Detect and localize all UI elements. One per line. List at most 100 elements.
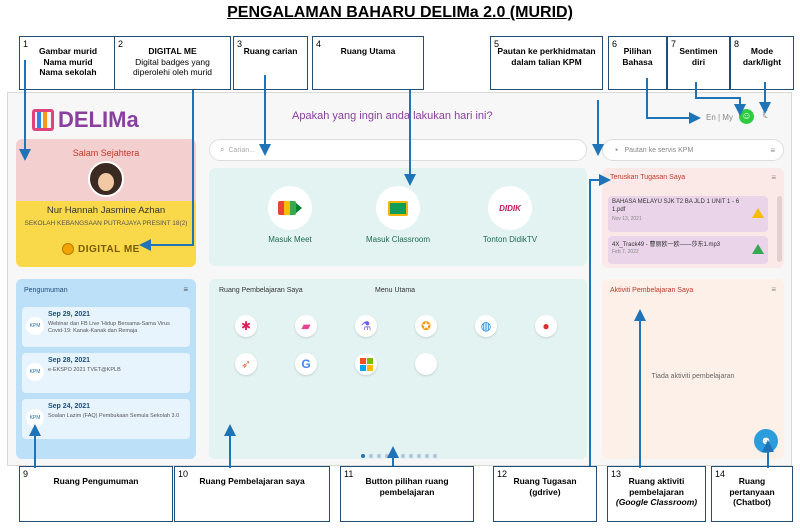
kpm-link-label: Pautan ke servis KPM [624, 146, 694, 154]
delima-logo-icon [32, 109, 54, 131]
tonton-didiktv-tile[interactable]: DIDIK Tonton DidikTV [465, 186, 555, 244]
kpm-logo-icon: KPM [26, 317, 44, 335]
masuk-meet-tile[interactable]: Masuk Meet [245, 186, 335, 244]
page-title: PENGALAMAN BAHARU DELIMa 2.0 (MURID) [227, 4, 573, 21]
speedometer-icon: ◔ [613, 145, 619, 155]
page-dot[interactable] [425, 454, 429, 458]
ruang-pembelajaran-panel: Ruang Pembelajaran Saya Menu Utama ✱ ▰ ⚗… [209, 279, 587, 459]
masuk-meet-label: Masuk Meet [268, 235, 312, 244]
badge-icon [62, 243, 74, 255]
aktiviti-menu-icon[interactable]: ≡ [771, 285, 776, 294]
callout-number: 4 [316, 39, 322, 49]
callout-number: 2 [118, 39, 124, 49]
tugasan-file-name: BAHASA MELAYU SJK T2 BA JLD 1 UNIT 1 - 6… [612, 199, 740, 213]
tugasan-panel: Teruskan Tugasan Saya ≡ BAHASA MELAYU SJ… [602, 168, 784, 268]
callout-number: 13 [611, 469, 622, 479]
page-dot[interactable] [401, 454, 405, 458]
apple-icon[interactable] [415, 353, 437, 375]
page-dot[interactable] [433, 454, 437, 458]
google-icon[interactable]: G [295, 353, 317, 375]
callout-text: Ruang Pembelajaran saya [199, 476, 305, 486]
book-icon[interactable]: ▰ [295, 315, 317, 337]
learning-apps-grid: ✱ ▰ ⚗ ✪ ◍ ● ➶ G [235, 315, 575, 375]
page-dot[interactable] [409, 454, 413, 458]
flask-icon[interactable]: ⚗ [355, 315, 377, 337]
google-drive-icon [752, 244, 764, 254]
callout-number: 8 [734, 39, 740, 49]
digital-me-label: DIGITAL ME [78, 243, 140, 255]
announcement-date: Sep 24, 2021 [48, 403, 91, 410]
menu-utama-label: Menu Utama [375, 287, 416, 294]
greeting-question: Apakah yang ingin anda lakukan hari ini? [292, 110, 493, 122]
announcement-date: Sep 28, 2021 [48, 357, 91, 364]
callout-desc: Digital badges yang diperolehi oleh muri… [133, 56, 212, 78]
callout-number: 1 [23, 39, 29, 49]
language-toggle[interactable]: En | My [706, 113, 733, 122]
school-name: SEKOLAH KEBANGSAAN PUTRAJAYA PRESINT 18(… [24, 220, 188, 227]
google-drive-icon [752, 208, 764, 218]
masuk-classroom-tile[interactable]: Masuk Classroom [353, 186, 443, 244]
tugasan-menu-icon[interactable]: ≡ [771, 173, 776, 182]
announcement-date: Sep 29, 2021 [48, 311, 91, 318]
page-dot[interactable] [369, 454, 373, 458]
tugasan-scrollbar[interactable] [777, 196, 782, 262]
pembelajaran-title: Ruang Pembelajaran Saya [219, 287, 303, 294]
arrow-2 [139, 90, 194, 251]
moon-mode-icon[interactable]: ☾ [762, 109, 772, 121]
callout-text: Ruang Tugasan (gdrive) [513, 476, 577, 497]
menu-icon[interactable]: ≡ [770, 145, 775, 155]
announcement-text: Soalan Lazim (FAQ) Pembukaan Semula Seko… [48, 413, 180, 419]
delima-logo-text: DELIMa [58, 107, 139, 132]
kpm-service-link[interactable]: ◔ Pautan ke servis KPM ≡ [602, 139, 784, 161]
callout-number: 12 [497, 469, 508, 479]
search-placeholder: Carian... [228, 146, 255, 154]
callout-text: Button pilihan ruang pembelajaran [365, 476, 449, 497]
callout-text: Mode dark/light [742, 46, 782, 67]
arrow-7 [695, 82, 746, 116]
medal-icon[interactable]: ✪ [415, 315, 437, 337]
pengumuman-menu-icon[interactable]: ≡ [183, 285, 188, 294]
rocket-icon[interactable]: ➶ [235, 353, 257, 375]
arrow-6 [646, 78, 701, 124]
google-meet-icon [268, 186, 312, 230]
callout-text: Ruang Pengumuman [53, 476, 139, 486]
callout-text: Ruang aktiviti pembelajaran(Google Class… [612, 476, 701, 508]
search-bar[interactable]: ⌕ Carian... [209, 139, 587, 161]
tugasan-item[interactable]: BAHASA MELAYU SJK T2 BA JLD 1 UNIT 1 - 6… [608, 196, 768, 232]
tonton-didiktv-label: Tonton DidikTV [482, 235, 538, 244]
microsoft-icon[interactable] [355, 353, 377, 375]
masuk-classroom-label: Masuk Classroom [365, 235, 430, 244]
kpm-logo-icon: KPM [26, 409, 44, 427]
callout-text: Pilihan Bahasa [622, 46, 653, 67]
page-dot-active[interactable] [361, 454, 365, 458]
globe-icon[interactable]: ◍ [475, 315, 497, 337]
callout-number: 11 [344, 469, 354, 479]
slack-icon[interactable]: ✱ [235, 315, 257, 337]
mascot-icon[interactable]: ● [535, 315, 557, 337]
google-classroom-icon [376, 186, 420, 230]
search-icon: ⌕ [220, 145, 225, 154]
digital-me-badge[interactable]: DIGITAL ME [62, 243, 140, 255]
page-dot[interactable] [377, 454, 381, 458]
aktiviti-title: Aktiviti Pembelajaran Saya [610, 287, 694, 294]
tugasan-item[interactable]: 4X_Track49 - 曹丽欧一欧——莎东1.mp3 Feb 7, 2022 [608, 236, 768, 264]
aktiviti-empty-text: Tiada aktiviti pembelajaran [651, 373, 735, 380]
delima-dashboard-screenshot: DELIMa Apakah yang ingin anda lakukan ha… [7, 92, 792, 466]
student-name: Nur Hannah Jasmine Azhan [46, 205, 166, 216]
page-dot[interactable] [417, 454, 421, 458]
callout-text: Ruang pertanyaan (Chatbot) [729, 476, 775, 508]
salam-text: Salam Sejahtera [72, 148, 140, 158]
didiktv-icon: DIDIK [488, 186, 532, 230]
